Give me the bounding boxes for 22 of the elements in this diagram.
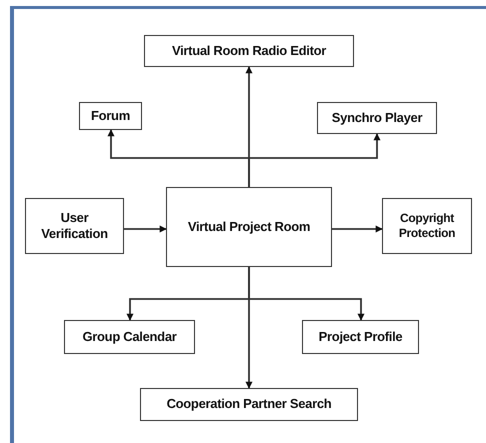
- process-box: [302, 320, 419, 354]
- process-box: [166, 187, 332, 267]
- process-box: [64, 320, 195, 354]
- arrow: [332, 226, 383, 232]
- box-label: Copyright Protection: [398, 211, 456, 241]
- box-label: Virtual Room Radio Editor: [172, 42, 326, 60]
- box-label: Forum: [91, 108, 130, 124]
- box-label: User Verification: [40, 210, 109, 242]
- box-label: Synchro Player: [332, 110, 422, 126]
- process-box: [140, 388, 358, 421]
- arrow: [246, 267, 252, 389]
- process-box: [317, 102, 437, 134]
- process-box: [79, 102, 142, 130]
- process-box: [382, 198, 472, 254]
- box-label: Cooperation Partner Search: [166, 396, 332, 413]
- process-box: [144, 35, 354, 67]
- box-label: Virtual Project Room: [188, 218, 310, 236]
- arrow: [248, 133, 380, 187]
- box-label: Group Calendar: [82, 328, 177, 346]
- arrow: [124, 226, 167, 232]
- box-label: Project Profile: [318, 328, 402, 346]
- process-box: [25, 198, 124, 254]
